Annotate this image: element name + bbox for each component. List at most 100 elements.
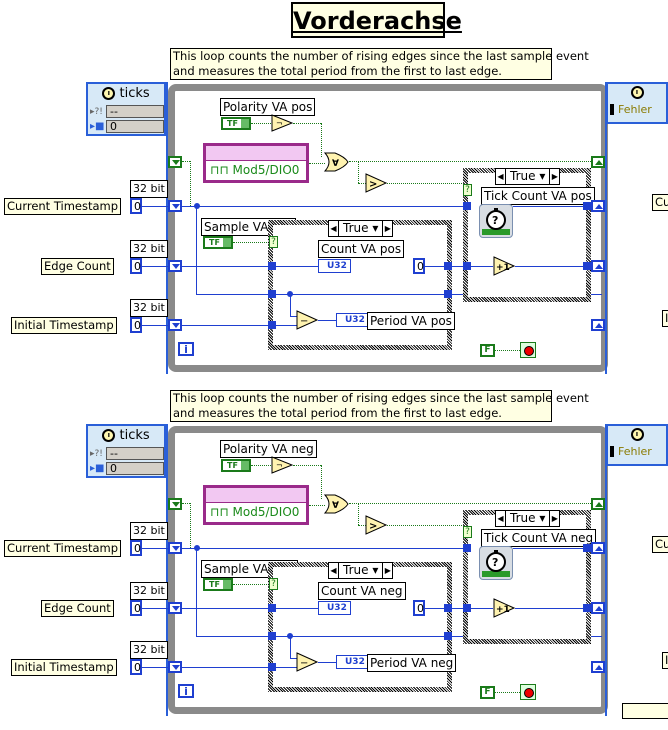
current-timestamp-constant[interactable]: 0 bbox=[130, 198, 142, 214]
increment-icon[interactable]: +1 bbox=[493, 256, 515, 276]
not-gate-icon[interactable]: ¬ bbox=[271, 114, 293, 132]
case-selector[interactable]: ◀True ▾▶ bbox=[328, 220, 394, 237]
bool-shift-register-left[interactable] bbox=[168, 498, 182, 510]
tick-count-node[interactable]: ? bbox=[479, 204, 513, 238]
shift-register-right-timestamp[interactable] bbox=[591, 200, 605, 212]
case-selector[interactable]: ◀True ▾▶ bbox=[328, 562, 394, 579]
increment-icon[interactable]: +1 bbox=[493, 598, 515, 618]
iteration-terminal[interactable]: i bbox=[178, 684, 194, 698]
tick-case-selector[interactable]: ◀True ▾▶ bbox=[495, 168, 561, 185]
bool-shift-register-left[interactable] bbox=[168, 156, 182, 168]
prev-case-icon[interactable]: ◀ bbox=[497, 514, 504, 523]
comment-line-1: This loop counts the number of rising ed… bbox=[173, 391, 589, 405]
edge-count-constant[interactable]: 0 bbox=[130, 600, 142, 616]
greater-than-icon[interactable]: > bbox=[365, 173, 387, 193]
period-indicator[interactable]: U32 bbox=[336, 313, 369, 327]
tunnel bbox=[268, 290, 276, 298]
int-wire bbox=[290, 636, 291, 658]
bool-shift-register-right[interactable] bbox=[591, 156, 605, 168]
timed-period-field[interactable]: 0 bbox=[106, 462, 164, 475]
case-selector-terminal[interactable]: ? bbox=[269, 236, 278, 248]
tunnel bbox=[463, 544, 471, 552]
shift-register-edge-count[interactable] bbox=[168, 602, 182, 614]
shift-register-right-initial[interactable] bbox=[591, 319, 605, 331]
int-wire bbox=[142, 667, 168, 668]
case-selector-terminal[interactable]: ? bbox=[463, 184, 472, 196]
shift-register-right-initial[interactable] bbox=[591, 661, 605, 673]
subtract-icon[interactable]: − bbox=[296, 310, 318, 330]
timed-loop-output-node[interactable]: ı Fehler bbox=[606, 424, 668, 466]
shift-register-current-timestamp[interactable] bbox=[168, 542, 182, 554]
shift-register-initial-timestamp[interactable] bbox=[168, 661, 182, 673]
xor-gate-icon[interactable]: ∀ bbox=[323, 152, 349, 172]
false-constant[interactable]: F bbox=[480, 344, 495, 357]
daqmx-channel-name: Mod5/DIO0 bbox=[232, 505, 300, 519]
cutoff-label: Cu bbox=[652, 536, 668, 553]
zero-constant[interactable]: 0 bbox=[413, 600, 425, 616]
polarity-bool-constant[interactable]: TF bbox=[221, 117, 251, 130]
count-indicator[interactable]: U32 bbox=[318, 259, 351, 273]
sample-bool-constant[interactable]: TF bbox=[203, 578, 233, 591]
timed-loop-input-node[interactable]: ı ticks ▸?!-- ▸■0 bbox=[86, 82, 166, 136]
current-timestamp-constant[interactable]: 0 bbox=[130, 540, 142, 556]
clock-icon: ı bbox=[630, 428, 644, 441]
case-selector-terminal[interactable]: ? bbox=[463, 526, 472, 538]
next-case-icon[interactable]: ▶ bbox=[551, 172, 558, 181]
shift-register-edge-count[interactable] bbox=[168, 260, 182, 272]
case-selector-terminal[interactable]: ? bbox=[269, 578, 278, 590]
next-case-icon[interactable]: ▶ bbox=[384, 566, 391, 575]
zero-constant[interactable]: 0 bbox=[413, 258, 425, 274]
prev-case-icon[interactable]: ◀ bbox=[330, 566, 337, 575]
stop-terminal[interactable] bbox=[520, 342, 536, 358]
not-gate-icon[interactable]: ¬ bbox=[271, 456, 293, 474]
iteration-terminal[interactable]: i bbox=[178, 342, 194, 356]
current-timestamp-label: Current Timestamp bbox=[4, 540, 122, 557]
timed-loop-input-node[interactable]: ı ticks ▸?!-- ▸■0 bbox=[86, 424, 166, 478]
xor-gate-icon[interactable]: ∀ bbox=[323, 494, 349, 514]
tick-case-selector[interactable]: ◀True ▾▶ bbox=[495, 510, 561, 527]
stop-terminal[interactable] bbox=[520, 684, 536, 700]
shift-register-initial-timestamp[interactable] bbox=[168, 319, 182, 331]
prev-case-icon[interactable]: ◀ bbox=[330, 224, 337, 233]
count-indicator[interactable]: U32 bbox=[318, 601, 351, 615]
error-bar bbox=[610, 104, 614, 115]
int-wire bbox=[142, 608, 168, 609]
daqmx-read-node[interactable]: ⊓⊓ Mod5/DIO0 bbox=[203, 485, 309, 525]
shift-register-right-timestamp[interactable] bbox=[591, 542, 605, 554]
clock-icon: ı bbox=[102, 429, 116, 442]
tick-count-node[interactable]: ? bbox=[479, 546, 513, 580]
greater-than-icon[interactable]: > bbox=[365, 515, 387, 535]
sample-bool-constant[interactable]: TF bbox=[203, 236, 233, 249]
svg-text:?: ? bbox=[492, 556, 498, 569]
false-constant[interactable]: F bbox=[480, 686, 495, 699]
svg-text:>: > bbox=[369, 521, 377, 532]
subtract-icon[interactable]: − bbox=[296, 652, 318, 672]
next-case-icon[interactable]: ▶ bbox=[551, 514, 558, 523]
timed-error-field[interactable]: -- bbox=[106, 105, 164, 118]
timestamp-wire bbox=[182, 548, 464, 549]
clock-icon: ı bbox=[102, 87, 116, 100]
period-indicator[interactable]: U32 bbox=[336, 655, 369, 669]
shift-register-current-timestamp[interactable] bbox=[168, 200, 182, 212]
timed-period-field[interactable]: 0 bbox=[106, 120, 164, 133]
next-case-icon[interactable]: ▶ bbox=[384, 224, 391, 233]
shift-register-right-edge-count[interactable] bbox=[591, 260, 605, 272]
timed-loop-output-node[interactable]: ı Fehler bbox=[606, 82, 668, 124]
initial-timestamp-constant[interactable]: 0 bbox=[130, 317, 142, 333]
polarity-bool-constant[interactable]: TF bbox=[221, 459, 251, 472]
bool-shift-register-right[interactable] bbox=[591, 498, 605, 510]
daqmx-read-node[interactable]: ⊓⊓ Mod5/DIO0 bbox=[203, 143, 309, 183]
int-wire bbox=[276, 608, 318, 609]
initial-timestamp-constant[interactable]: 0 bbox=[130, 659, 142, 675]
svg-text:>: > bbox=[369, 179, 377, 190]
prev-case-icon[interactable]: ◀ bbox=[497, 172, 504, 181]
edge-count-constant[interactable]: 0 bbox=[130, 258, 142, 274]
type-label: 32 bit bbox=[130, 240, 168, 258]
timing-source-label: ticks bbox=[119, 86, 150, 101]
int-wire bbox=[276, 266, 318, 267]
daqmx-header bbox=[206, 146, 306, 161]
timed-error-field[interactable]: -- bbox=[106, 447, 164, 460]
shift-register-right-edge-count[interactable] bbox=[591, 602, 605, 614]
edge-count-wire bbox=[182, 266, 268, 267]
bool-wire bbox=[293, 123, 321, 124]
